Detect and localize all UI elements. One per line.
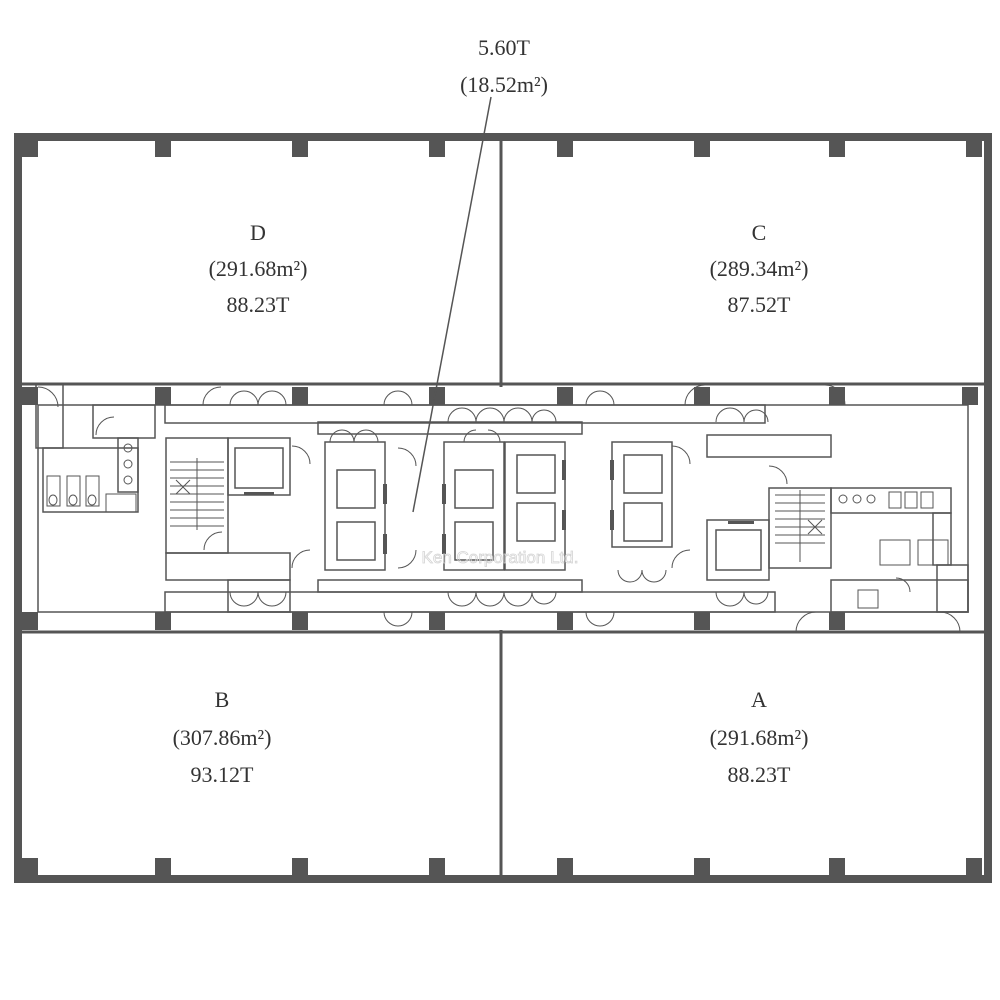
columns (22, 141, 982, 875)
unit-area: (289.34m²) (710, 256, 809, 281)
common-area-size: (18.52m²) (460, 72, 548, 97)
elevator-bank (324, 441, 673, 571)
unit-label-a: A (291.68m²) 88.23T (710, 687, 809, 787)
unit-id: C (752, 220, 767, 245)
core-outline (37, 404, 969, 613)
left-core (35, 383, 311, 613)
unit-area: (291.68m²) (209, 256, 308, 281)
unit-label-c: C (289.34m²) 87.52T (710, 220, 809, 317)
right-core (671, 384, 969, 633)
corridor-doors (229, 390, 769, 627)
unit-tsubo: 93.12T (191, 762, 255, 787)
unit-id: D (250, 220, 266, 245)
outer-walls (14, 133, 992, 883)
unit-tsubo: 88.23T (227, 292, 291, 317)
unit-tsubo: 87.52T (728, 292, 792, 317)
partition-walls (22, 141, 984, 875)
unit-area: (307.86m²) (173, 725, 272, 750)
unit-id: A (751, 687, 767, 712)
unit-id: B (215, 687, 230, 712)
watermark: Ken Corporation Ltd. (422, 548, 579, 567)
unit-tsubo: 88.23T (728, 762, 792, 787)
unit-label-b: B (307.86m²) 93.12T (173, 687, 272, 787)
leader-line (412, 96, 492, 513)
common-area-callout: 5.60T (18.52m²) (412, 35, 548, 513)
common-area-tsubo: 5.60T (478, 35, 531, 60)
unit-area: (291.68m²) (710, 725, 809, 750)
unit-label-d: D (291.68m²) 88.23T (209, 220, 308, 317)
